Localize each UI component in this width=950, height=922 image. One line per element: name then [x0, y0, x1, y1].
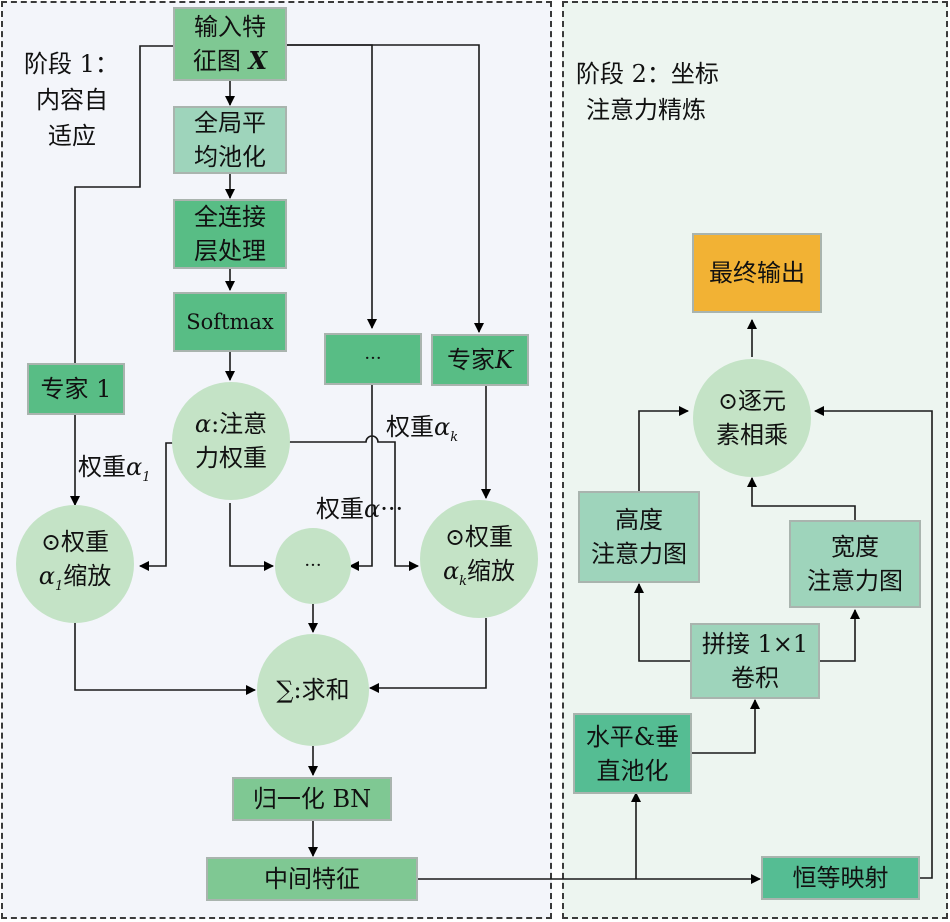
- stage2-title: 阶段 2：坐标 注意力精炼: [576, 60, 719, 124]
- attention-weight-node[interactable]: α:注意 力权重: [172, 382, 290, 500]
- weight-scale-ellipsis-node[interactable]: ···: [275, 528, 351, 604]
- global-average-pooling-node[interactable]: 全局平 均池化: [173, 106, 287, 174]
- edge-label-weight-k: 权重αk: [386, 413, 459, 445]
- input-feature-map-node[interactable]: 输入特 征图 X: [173, 7, 287, 81]
- sum-node[interactable]: ∑:求和: [257, 634, 369, 746]
- elementwise-multiply-node[interactable]: ⊙逐元 素相乘: [693, 359, 811, 477]
- weight-scale-1-node[interactable]: ⊙权重 α1缩放: [16, 505, 134, 623]
- fully-connected-node[interactable]: 全连接 层处理: [173, 199, 287, 269]
- weight-scale-k-node[interactable]: ⊙权重 αk缩放: [420, 500, 538, 618]
- width-attention-map-node[interactable]: 宽度 注意力图: [789, 520, 921, 608]
- edge-label-weight-1: 权重α1: [78, 453, 151, 485]
- expert-ellipsis-node[interactable]: ···: [324, 333, 422, 385]
- concat-conv-node[interactable]: 拼接 1×1 卷积: [690, 623, 820, 699]
- final-output-node[interactable]: 最终输出: [692, 233, 822, 313]
- identity-mapping-node[interactable]: 恒等映射: [761, 856, 920, 900]
- softmax-node[interactable]: Softmax: [173, 292, 287, 352]
- stage1-title: 阶段 1： 内容自 适应: [24, 50, 119, 150]
- expert-k-node[interactable]: 专家K: [431, 334, 529, 386]
- intermediate-feature-node[interactable]: 中间特征: [206, 857, 418, 901]
- batch-norm-node[interactable]: 归一化 BN: [232, 777, 392, 821]
- horizontal-vertical-pooling-node[interactable]: 水平&垂 直池化: [573, 713, 692, 794]
- expert-1-node[interactable]: 专家 1: [27, 363, 125, 415]
- height-attention-map-node[interactable]: 高度 注意力图: [578, 491, 700, 583]
- edge-label-weight-ellipsis: 权重α···: [316, 495, 404, 523]
